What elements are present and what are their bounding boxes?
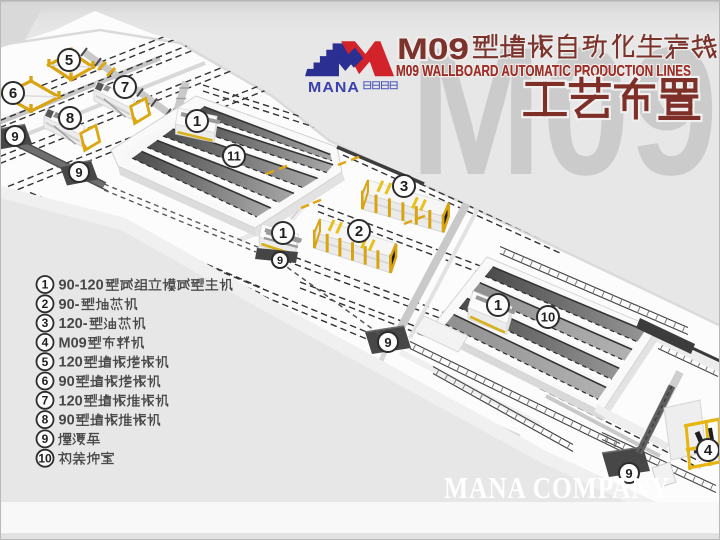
svg-text:9: 9 [11,129,18,144]
svg-text:7: 7 [121,79,129,96]
svg-text:6: 6 [42,374,49,388]
svg-text:1: 1 [494,297,502,314]
svg-text:5: 5 [42,355,49,369]
svg-text:120: 120 [59,393,83,409]
svg-text:2: 2 [42,297,49,311]
svg-text:2: 2 [355,223,363,240]
svg-text:120: 120 [59,355,83,371]
svg-text:6: 6 [9,85,17,102]
svg-text:4: 4 [704,442,713,459]
svg-text:8: 8 [66,110,74,127]
svg-text:3: 3 [400,178,408,195]
svg-text:7: 7 [42,393,49,407]
svg-text:4: 4 [42,336,49,350]
svg-text:9: 9 [384,335,391,350]
svg-text:9: 9 [75,165,82,180]
svg-text:M09: M09 [397,33,469,66]
svg-text:1: 1 [279,225,287,242]
svg-text:1: 1 [193,113,201,130]
svg-text:MANA COMPANY: MANA COMPANY [444,470,670,505]
svg-text:3: 3 [42,316,49,330]
svg-text:MANA: MANA [308,79,360,96]
svg-text:90-120: 90-120 [59,278,104,294]
svg-text:9: 9 [625,466,632,481]
svg-text:90: 90 [59,374,75,390]
svg-text:8: 8 [42,413,49,427]
svg-text:M09: M09 [397,33,469,66]
svg-text:11: 11 [227,149,241,164]
svg-text:90: 90 [59,413,75,429]
svg-text:90-: 90- [59,297,80,313]
svg-text:1: 1 [42,278,49,292]
svg-text:10: 10 [38,451,52,465]
svg-text:9: 9 [277,255,283,267]
svg-text:9: 9 [42,432,49,446]
svg-text:M09 WALLBOARD AUTOMATIC PRODUC: M09 WALLBOARD AUTOMATIC PRODUCTION LINES [396,63,691,80]
svg-text:120-: 120- [59,316,88,332]
svg-text:5: 5 [65,52,73,69]
svg-text:10: 10 [541,310,555,325]
svg-text:M09 WALLBOARD AUTOMATIC PRODUC: M09 WALLBOARD AUTOMATIC PRODUCTION LINES [396,63,691,80]
svg-text:M09: M09 [59,335,87,351]
